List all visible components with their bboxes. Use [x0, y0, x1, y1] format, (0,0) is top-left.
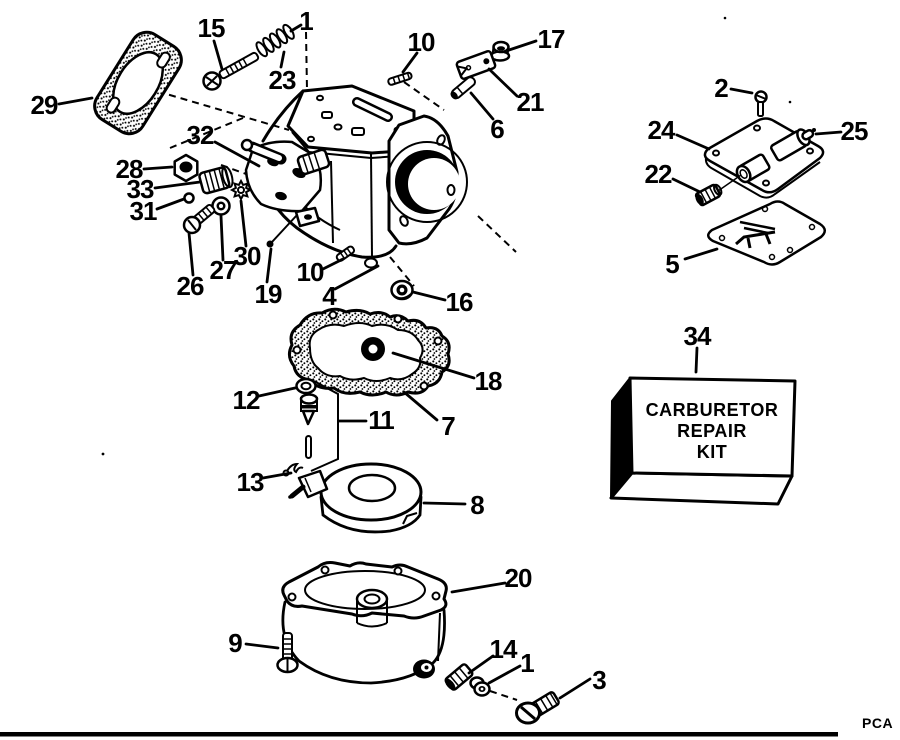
fuel-pump-assembly-illustration	[694, 90, 826, 266]
callout-12: 12	[232, 385, 261, 415]
callout-6: 6	[490, 114, 505, 144]
callout-25: 25	[840, 116, 869, 146]
callout-26: 26	[176, 271, 205, 301]
dashed-alignment-lines	[145, 31, 518, 701]
callout-19: 19	[254, 279, 283, 309]
callout-13: 13	[236, 467, 265, 497]
callout-leader-lines	[57, 23, 843, 700]
pin-6-illustration	[450, 76, 476, 100]
drain-plug-parts-illustration	[444, 663, 560, 725]
callout-10-mid: 10	[296, 257, 325, 287]
linkage-small-parts	[173, 153, 414, 301]
callout-24: 24	[647, 115, 676, 145]
idle-screw-illustration	[202, 51, 260, 91]
callout-29: 29	[30, 90, 59, 120]
callout-3: 3	[592, 665, 607, 695]
repair-kit-label: CARBURETOR REPAIR KIT	[633, 400, 791, 463]
callout-15: 15	[197, 13, 226, 43]
callout-23: 23	[268, 65, 297, 95]
callout-7: 7	[441, 411, 456, 441]
page-code: PCA	[862, 715, 894, 731]
callout-1-top: 1	[299, 6, 314, 36]
callout-1-bottom: 1	[520, 648, 535, 678]
bowl-gasket-illustration	[287, 307, 451, 397]
float-bowl-illustration	[281, 561, 448, 685]
callout-27: 27	[209, 255, 238, 285]
callout-8: 8	[470, 490, 485, 520]
bottom-rule	[0, 732, 838, 737]
nut-17-illustration	[489, 40, 511, 62]
callout-31: 31	[129, 196, 158, 226]
bracket-21-illustration	[455, 49, 497, 81]
repair-kit-box-illustration	[609, 376, 797, 506]
callout-5: 5	[665, 249, 680, 279]
callout-18: 18	[474, 366, 503, 396]
mount-gasket-illustration	[93, 30, 183, 136]
callout-33: 33	[126, 174, 155, 204]
needle-valve-assembly-illustration	[282, 377, 339, 477]
callout-14: 14	[489, 634, 518, 664]
repair-kit-line-1: CARBURETOR	[645, 400, 779, 420]
repair-kit-line-2: REPAIR	[677, 421, 747, 441]
callout-32: 32	[186, 120, 215, 150]
callout-21: 21	[516, 87, 545, 117]
callout-9: 9	[228, 628, 243, 658]
callout-11: 11	[368, 405, 394, 435]
callout-34: 34	[683, 321, 712, 351]
callout-17: 17	[537, 24, 566, 54]
repair-kit-line-3: KIT	[696, 442, 728, 462]
bowl-screw-illustration	[276, 632, 299, 674]
carburetor-body-illustration	[240, 84, 468, 259]
callout-30: 30	[233, 241, 262, 271]
callout-10-top: 10	[407, 27, 436, 57]
spring-illustration	[255, 23, 295, 58]
print-specks	[101, 16, 792, 456]
callout-28: 28	[115, 154, 144, 184]
roll-pin-top-illustration	[387, 71, 413, 86]
callout-2: 2	[714, 73, 729, 103]
callout-16: 16	[445, 287, 474, 317]
callout-22: 22	[644, 159, 673, 189]
callout-4: 4	[322, 281, 337, 311]
callout-20: 20	[504, 563, 533, 593]
float-illustration	[288, 462, 423, 534]
